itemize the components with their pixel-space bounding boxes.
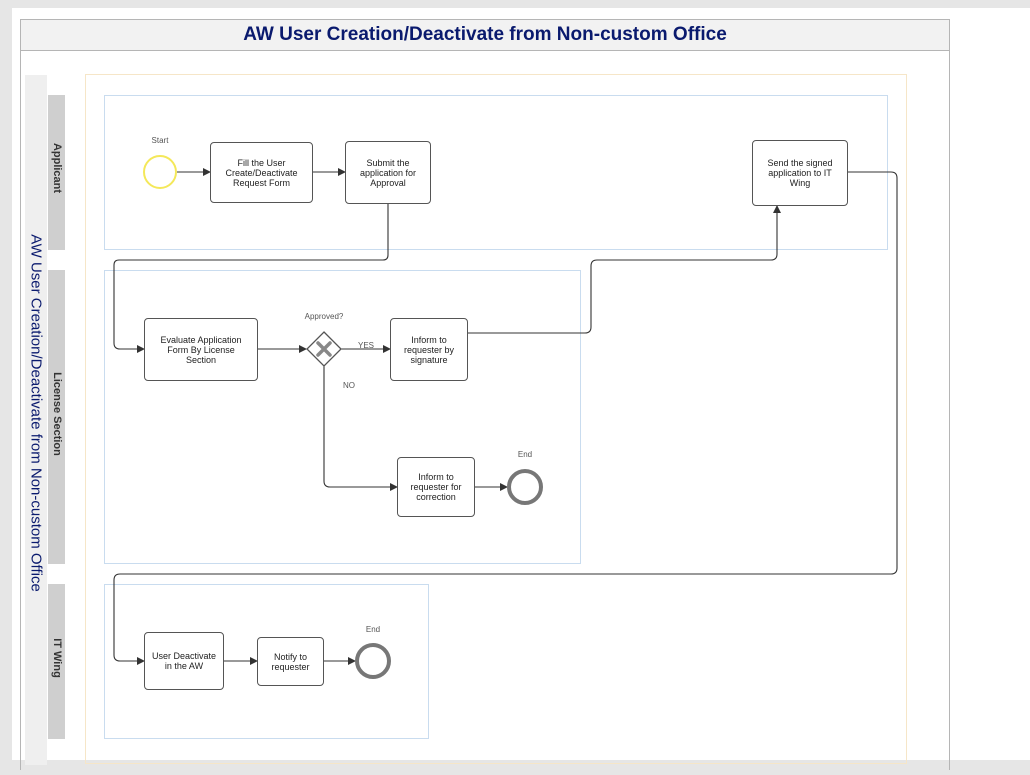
task-user-deactivate[interactable]: User Deactivate in the AW — [144, 632, 224, 690]
task-inform-signature[interactable]: Inform to requester by signature — [390, 318, 468, 381]
task-fill-form[interactable]: Fill the User Create/Deactivate Request … — [210, 142, 313, 203]
task-evaluate-application[interactable]: Evaluate Application Form By License Sec… — [144, 318, 258, 381]
gateway-x-icon — [316, 341, 332, 357]
lane-header-applicant — [48, 95, 65, 250]
task-send-signed-application[interactable]: Send the signed application to IT Wing — [752, 140, 848, 206]
start-label: Start — [151, 136, 169, 145]
lane-header-license — [48, 270, 65, 564]
flow-signature-to-send — [468, 205, 781, 334]
gateway-yes-label: YES — [358, 341, 375, 350]
lane-license — [104, 270, 581, 564]
end-event-it — [355, 643, 391, 679]
gateway-no-label: NO — [343, 381, 355, 390]
end-label-it: End — [365, 625, 381, 634]
pool-area — [85, 74, 907, 764]
gateway-label: Approved? — [304, 312, 344, 321]
lane-header-it — [48, 584, 65, 739]
flow-submit-to-evaluate — [113, 204, 389, 353]
task-notify-requester[interactable]: Notify to requester — [257, 637, 324, 686]
pool-frame — [20, 50, 950, 770]
flow-gateway-no — [323, 366, 398, 491]
flow-send-to-deactivate — [113, 171, 898, 665]
start-event — [143, 155, 177, 189]
task-submit-application[interactable]: Submit the application for Approval — [345, 141, 431, 204]
diagram-title: AW User Creation/Deactivate from Non-cus… — [20, 19, 950, 51]
end-event-license — [507, 469, 543, 505]
pool-header — [25, 75, 47, 765]
lane-it — [104, 584, 429, 739]
end-label-license: End — [517, 450, 533, 459]
task-inform-correction[interactable]: Inform to requester for correction — [397, 457, 475, 517]
